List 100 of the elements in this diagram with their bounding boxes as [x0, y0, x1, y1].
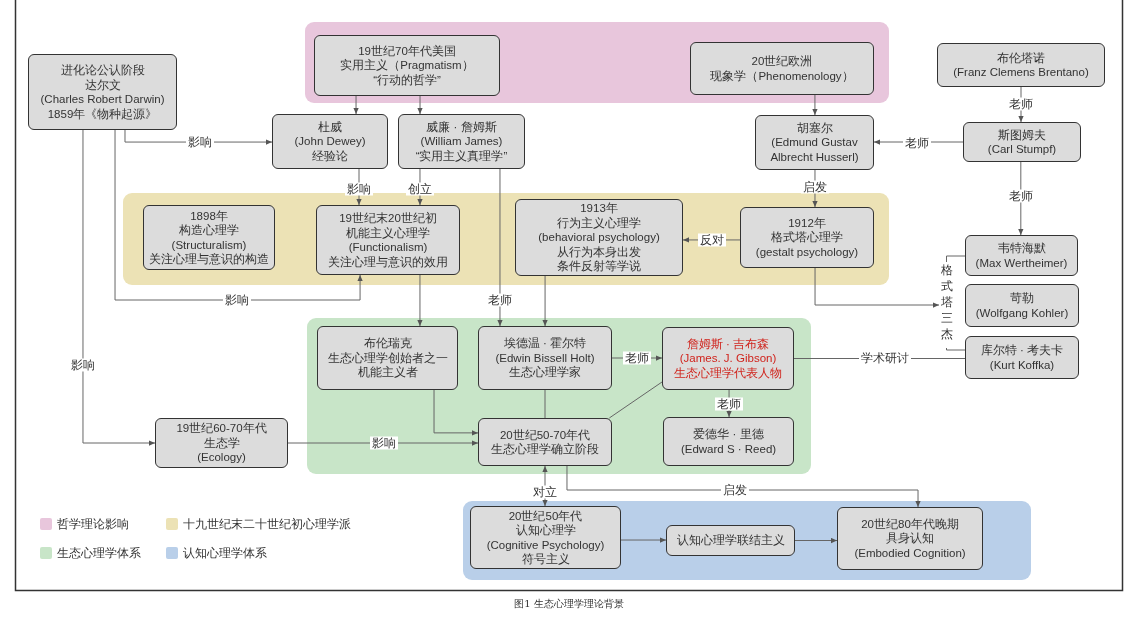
box-text: (William James)	[420, 134, 503, 149]
caption: 图1 生态心理学理论背景	[513, 597, 625, 611]
person-box	[963, 122, 1081, 162]
arrow	[794, 537, 838, 544]
box-text: (Charles Robert Darwin)	[40, 92, 165, 107]
box-text: 杜威	[318, 119, 342, 135]
edge-label: 影响	[186, 135, 214, 149]
box-text: 达尔文	[84, 77, 121, 92]
box-text: 生态学	[203, 435, 240, 451]
box-text: 胡塞尔	[796, 120, 833, 136]
box-text: 20世纪50年代	[508, 508, 583, 523]
legend-text: 十九世纪末二十世纪初心理学派	[183, 517, 351, 531]
bracket-label: 格式塔三杰	[939, 262, 954, 348]
box-text: 爱德华 · 里德	[693, 427, 764, 442]
box-text: 进化论公认阶段	[60, 63, 145, 78]
group-band	[463, 501, 1031, 580]
legend-text: 生态心理学体系	[57, 546, 141, 560]
box-text: 具身认知	[886, 531, 934, 546]
box-text: (Kurt Koffka)	[989, 357, 1055, 372]
box-text: 生态心理学家	[509, 365, 581, 380]
box-text: 詹姆斯 · 吉布森	[686, 336, 770, 352]
box-text: 韦特海默	[997, 241, 1046, 256]
edge-label: 老师	[903, 136, 931, 150]
box-text: (Wolfgang Kohler)	[975, 305, 1069, 320]
box-text: (gestalt psychology)	[755, 244, 859, 260]
arrow	[114, 129, 363, 301]
person-box	[755, 115, 874, 170]
box-text: 威廉 · 詹姆斯	[426, 119, 497, 135]
box-text: (Embodied Cognition)	[854, 545, 966, 561]
box-text: “行动的哲学”	[373, 72, 441, 88]
person-box	[143, 205, 275, 270]
box-text: 生态心理学代表人物	[674, 365, 782, 381]
arrow	[814, 267, 940, 308]
person-box	[837, 507, 983, 570]
legend-text: 认知心理学体系	[183, 546, 267, 560]
connector-line	[544, 389, 546, 419]
person-box	[663, 417, 794, 466]
person-box	[666, 525, 795, 556]
arrow	[417, 95, 423, 115]
arrow	[433, 389, 479, 436]
person-box	[965, 284, 1079, 327]
person-box	[272, 114, 388, 169]
edge-label: 老师	[715, 397, 743, 411]
box-text: (Edward S · Reed)	[680, 441, 777, 456]
box-text: (behavioral psychology)	[538, 230, 660, 245]
person-box	[965, 235, 1078, 276]
group-band	[123, 193, 889, 285]
box-text: (John Dewey)	[294, 134, 366, 149]
person-box	[690, 42, 874, 95]
edge-label: 对立	[531, 485, 559, 499]
edge-label: 老师	[1007, 189, 1035, 203]
person-box	[155, 418, 288, 468]
box-text: 布伦瑞克	[363, 336, 412, 351]
box-text: 20世纪50-70年代	[499, 427, 591, 442]
legend-text: 哲学理论影响	[57, 517, 129, 531]
arrow	[566, 465, 921, 508]
arrow	[353, 95, 359, 115]
box-text: (Carl Stumpf)	[987, 142, 1057, 157]
box-text: 机能主义者	[357, 365, 418, 380]
arrow	[620, 537, 667, 543]
arrow	[82, 129, 156, 446]
person-box	[317, 326, 458, 390]
edge-label: 反对	[698, 233, 726, 247]
box-text: 从行为本身出发	[557, 244, 641, 260]
box-text: (Franz Clemens Brentano)	[953, 65, 1089, 80]
box-text: 20世纪欧洲	[751, 54, 813, 69]
box-text: 斯图姆夫	[998, 127, 1046, 142]
edge-label: 影响	[370, 436, 398, 450]
box-text: 构造心理学	[179, 223, 239, 238]
box-text: 生态心理学确立阶段	[491, 442, 599, 457]
box-text: 实用主义（Pragmatism）	[340, 58, 474, 73]
box-text: (Max Wertheimer)	[975, 255, 1068, 270]
group-band	[307, 318, 811, 474]
box-text: 布伦塔诺	[997, 50, 1045, 65]
box-text: (Edwin Bissell Holt)	[495, 350, 595, 366]
box-text: (Cognitive Psychology)	[486, 537, 605, 552]
arrow	[812, 94, 818, 116]
person-box	[965, 336, 1079, 379]
box-text: 1898年	[190, 208, 228, 223]
box-text: 行为主义心理学	[557, 215, 641, 231]
edge-label: 启发	[721, 483, 749, 497]
person-box	[478, 326, 612, 390]
person-box	[478, 418, 612, 466]
edge-label: 老师	[1007, 97, 1035, 111]
box-text: 19世纪60-70年代	[176, 421, 267, 436]
edge-label: 学术研讨	[859, 351, 911, 365]
box-text: 现象学（Phenomenology）	[710, 68, 854, 83]
edge-label: 启发	[801, 180, 829, 194]
box-text: 苛勒	[1010, 291, 1034, 306]
box-text: (Functionalism)	[348, 240, 428, 255]
person-box	[662, 327, 794, 390]
box-text: 经验论	[312, 148, 348, 164]
arrow	[497, 168, 503, 327]
box-text: 20世纪80年代晚期	[861, 516, 959, 532]
box-text: 1913年	[580, 201, 618, 216]
box-text: (James. J. Gibson)	[679, 351, 777, 366]
box-text: 符号主义	[521, 552, 570, 567]
edge-label: 影响	[223, 293, 251, 307]
arrow	[542, 275, 548, 327]
box-text: 1859年《物种起源》	[47, 106, 158, 121]
